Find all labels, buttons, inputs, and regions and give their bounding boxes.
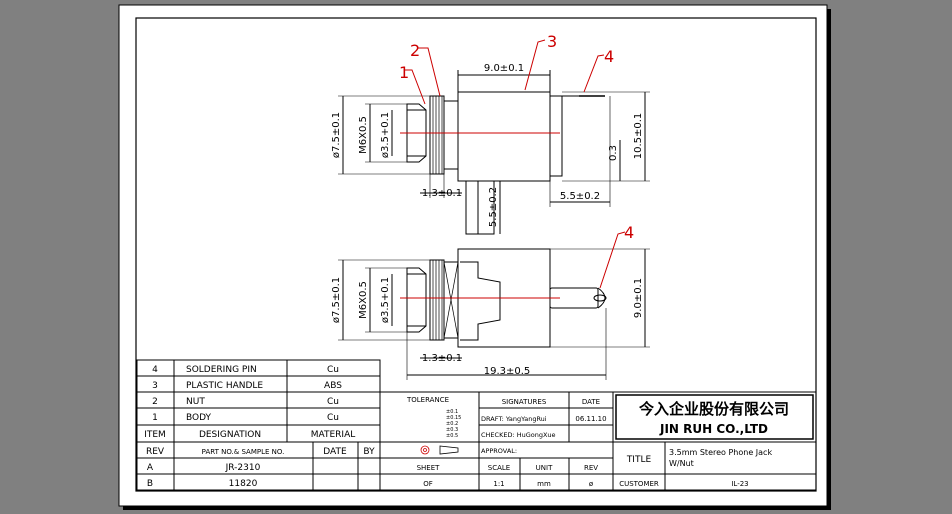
part-label-4: 4 [604,47,614,66]
dim-pin-offset: 5.5±0.2 [560,191,600,202]
bom-header-material: MATERIAL [311,430,356,440]
tol-value: ±0.5 [446,433,458,439]
tol-value: ±0.1 [446,409,458,415]
part-label-4: 4 [624,223,634,242]
dim-outer-dia: ø7.5±0.1 [331,112,342,158]
signatures-label: SIGNATURES [502,398,547,406]
rev-a: A [147,463,154,473]
leader-4 [599,231,626,289]
part-label-1: 1 [399,63,409,82]
bom-material: Cu [327,413,339,423]
scale-label: SCALE [488,464,510,472]
checked-signature: CHECKED: HuGongXue [481,431,556,439]
dim-thread: M6X0.5 [358,116,369,154]
drawing-frame [135,17,817,492]
bottom-view [338,248,650,380]
dim-height: 9.0±0.1 [633,278,644,318]
top-view [338,70,650,235]
rev-value: ø [589,480,594,488]
bom-header-item: ITEM [144,430,166,440]
dim-gap: 0.3 [608,145,619,161]
dim-pin-length: 5.5±0.2 [488,187,499,227]
bottom-leaders [599,231,626,289]
leader-1 [405,69,426,105]
part-label-2: 2 [410,41,420,60]
bom-name: BODY [186,413,212,423]
pin-hole [593,294,607,302]
bom-name: NUT [186,397,205,407]
approval-label: APPROVAL: [481,447,517,455]
part-a: JR-2310 [225,463,261,473]
tol-value: ±0.2 [446,421,458,427]
dim-outer-dia: ø7.5±0.1 [331,277,342,323]
tol-value: ±0.3 [446,427,458,433]
nut-knurl [432,260,443,340]
part-header: PART NO.& SAMPLE NO. [202,448,285,456]
dim-inner-dia: ø3.5+0.1 [380,112,391,158]
bottom-labels: 4 ø7.5±0.1 M6X0.5 ø3.5+0.1 9.0±0.1 1.3±0… [331,223,644,377]
bottom-pin [465,180,495,235]
nut-knurl [432,96,443,174]
cross-line [443,261,459,339]
company-name-chinese: 今入企业股份有限公司 [638,400,789,418]
dim-length: 19.3±0.5 [484,366,531,377]
tol-value: ±0.15 [446,415,461,421]
date-label: DATE [582,398,600,406]
leader-4 [583,54,605,93]
bom-item: 3 [152,381,158,391]
title-label: TITLE [626,455,652,465]
bom-name: SOLDERING PIN [186,365,257,375]
bom-item: 1 [152,413,158,423]
customer-label: CUSTOMER [619,480,659,488]
bom-header-name: DESIGNATION [199,430,261,440]
dim-thread: M6X0.5 [358,281,369,319]
projection-symbol [420,445,459,455]
rev-b: B [147,479,153,489]
title-line-2: W/Nut [669,459,694,468]
dim-flange: 1.3±0.1 [422,353,462,364]
title-block-text: 4 SOLDERING PIN Cu 3 PLASTIC HANDLE ABS … [144,365,789,489]
inner-contour [460,261,501,341]
part-b: 11820 [229,479,258,489]
sheet-value: OF [423,480,433,488]
scale-value: 1:1 [493,480,504,488]
sheet [118,4,828,507]
bom-name: PLASTIC HANDLE [186,381,263,391]
rev-label: REV [584,464,598,472]
leader-2 [418,47,441,97]
title-line-1: 3.5mm Stereo Phone Jack [669,448,772,457]
by-header: BY [363,447,375,457]
bom-material: Cu [327,365,339,375]
unit-value: mm [537,480,551,488]
company-name-english: JIN RUH CO.,LTD [659,422,768,436]
sheet-label: SHEET [417,464,441,472]
dim-height: 10.5±0.1 [633,113,644,160]
rev-header: REV [146,447,165,457]
dim-width: 9.0±0.1 [484,63,524,74]
rear-handle [549,95,563,177]
bom-item: 2 [152,397,158,407]
bom-material: ABS [324,381,342,391]
unit-label: UNIT [536,464,553,472]
dim-flange: 1.3±0.1 [422,188,462,199]
customer-block [612,473,817,491]
bom-material: Cu [327,397,339,407]
date-header: DATE [323,447,347,457]
top-leaders [405,39,605,105]
tolerance-label: TOLERANCE [406,396,449,404]
draft-signature: DRAFT: YangYangRui [481,415,547,423]
bom-item: 4 [152,365,158,375]
pin-tip [597,287,606,309]
draft-date: 06.11.10 [575,415,606,423]
customer-value: IL-23 [731,480,748,488]
title-block-grid [136,359,817,491]
leader-3 [524,39,546,91]
top-labels: 1 2 3 4 9.0±0.1 ø7.5±0.1 M6X0.5 ø3.5+0.1… [331,32,644,227]
part-label-3: 3 [547,32,557,51]
dim-inner-dia: ø3.5+0.1 [380,277,391,323]
